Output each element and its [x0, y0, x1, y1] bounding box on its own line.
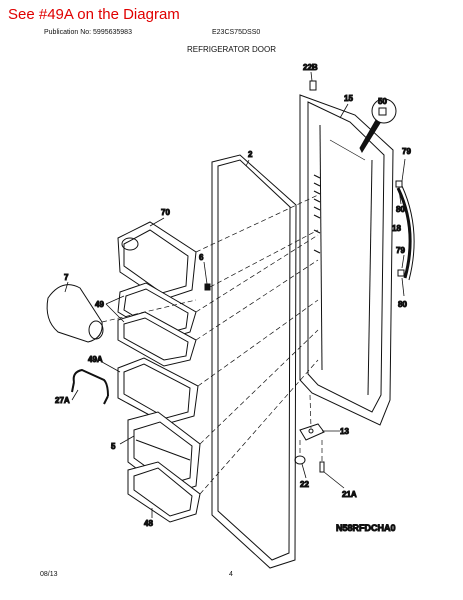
callout-21a: 21A [342, 490, 357, 499]
callout-22: 22 [300, 480, 309, 489]
publication-number: Publication No: 5995635983 [44, 29, 132, 36]
door-shelf-49-upper[interactable] [117, 282, 197, 341]
callout-79-upper: 79 [402, 147, 411, 156]
callout-7: 7 [64, 273, 69, 282]
callout-79-lower: 79 [396, 246, 405, 255]
callout-49: 49 [95, 300, 104, 309]
callout-5: 5 [111, 442, 116, 451]
handle-screw-top [395, 180, 403, 188]
dairy-bin-70[interactable] [117, 221, 197, 301]
callout-50: 50 [378, 97, 387, 106]
door-shelf-48[interactable] [127, 461, 201, 523]
diagram-note: See #49A on the Diagram [8, 6, 180, 23]
diagram-code: N58RFDCHA0 [336, 523, 396, 533]
bottom-hinge-13[interactable] [299, 423, 325, 441]
callout-6: 6 [199, 253, 204, 262]
callout-2: 2 [248, 150, 253, 159]
door-bin-49a[interactable] [117, 357, 199, 425]
door-rail-27a[interactable] [71, 368, 109, 405]
callout-70: 70 [161, 208, 170, 217]
hinge-bushing-22[interactable] [294, 455, 306, 465]
model-number: E23CS75DSS0 [212, 29, 261, 36]
dairy-door-cover-7[interactable] [46, 284, 104, 343]
callout-49a: 49A [88, 355, 103, 364]
callout-18: 18 [392, 224, 401, 233]
page-title: REFRIGERATOR DOOR [186, 45, 277, 54]
footer-page: 4 [229, 571, 233, 578]
footer-date: 08/13 [40, 571, 58, 578]
callout-48: 48 [144, 519, 153, 528]
top-hinge-bushing[interactable] [309, 80, 317, 91]
handle-screw-bottom [397, 269, 405, 277]
screw-21a[interactable] [319, 461, 325, 473]
door-panel[interactable] [299, 94, 394, 426]
callout-22b: 22B [303, 63, 318, 72]
callout-80-lower: 80 [398, 300, 407, 309]
callout-80-upper: 80 [396, 205, 405, 214]
door-gasket[interactable] [211, 154, 297, 569]
callout-13: 13 [340, 427, 349, 436]
callout-15: 15 [344, 94, 353, 103]
callout-27a: 27A [55, 396, 70, 405]
part-50-detail-circle [371, 98, 397, 124]
screw-6[interactable] [204, 283, 211, 291]
door-handle[interactable] [396, 187, 412, 279]
